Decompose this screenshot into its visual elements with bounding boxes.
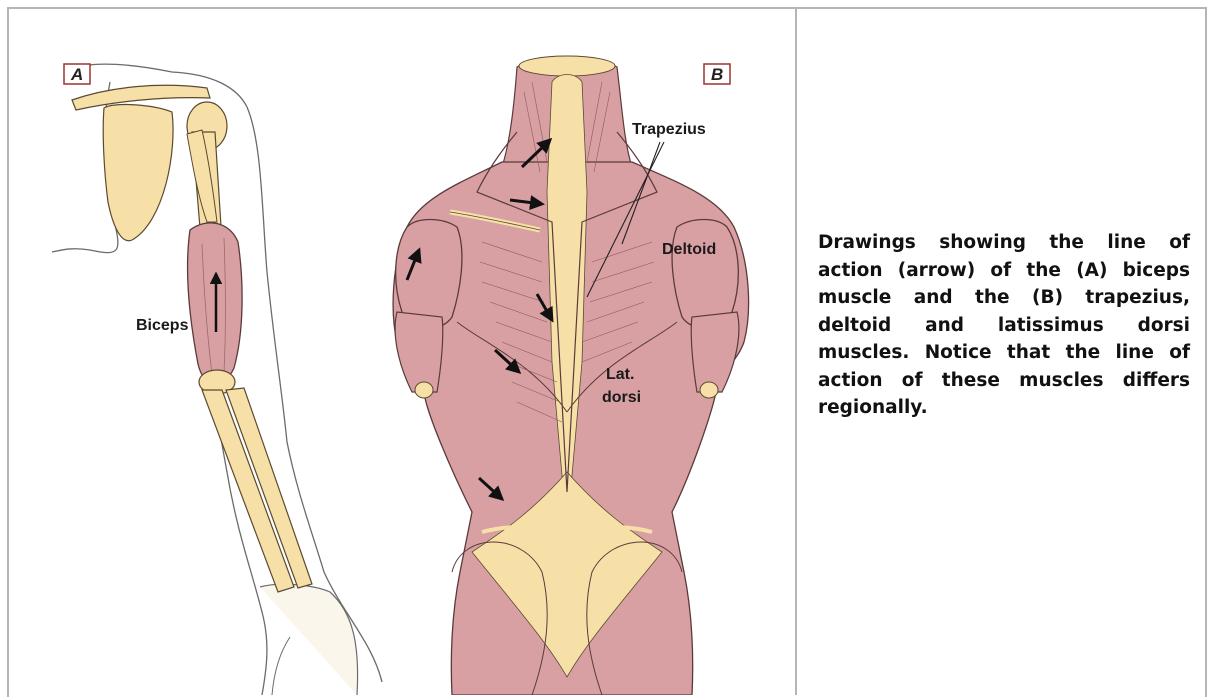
- panel-a-tag: A: [70, 65, 83, 84]
- figure-caption: Drawings showing the line of action (arr…: [818, 229, 1190, 422]
- panel-b-tag: B: [711, 65, 723, 84]
- label-lat-dorsi-line1: Lat.: [606, 366, 634, 383]
- label-trapezius: Trapezius: [632, 121, 706, 138]
- label-deltoid: Deltoid: [662, 241, 716, 258]
- label-biceps: Biceps: [136, 317, 189, 334]
- anatomy-figure: Biceps A: [12, 12, 794, 695]
- panel-b-back: Trapezius Deltoid Lat. dorsi B: [393, 56, 748, 695]
- label-lat-dorsi-line2: dorsi: [602, 389, 641, 406]
- panel-a-arm: Biceps A: [52, 64, 382, 695]
- anatomy-drawing: Biceps A: [12, 12, 794, 695]
- column-divider: [795, 7, 797, 695]
